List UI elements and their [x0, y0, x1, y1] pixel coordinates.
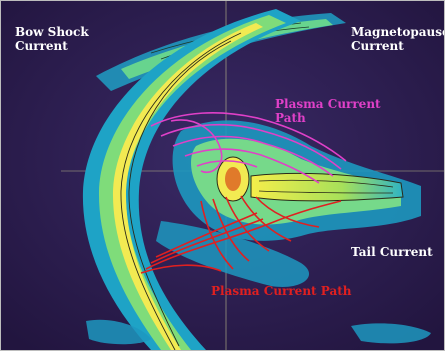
plasma-current-path-lower-label: Plasma Current Path	[211, 284, 352, 298]
magnetopause-current-label: Magnetopause Current	[351, 25, 445, 53]
plasma-current-path-upper-label: Plasma Current Path	[275, 97, 381, 125]
bow-shock-current-label: Bow Shock Current	[15, 25, 89, 53]
tail-current-label: Tail Current	[351, 245, 433, 259]
